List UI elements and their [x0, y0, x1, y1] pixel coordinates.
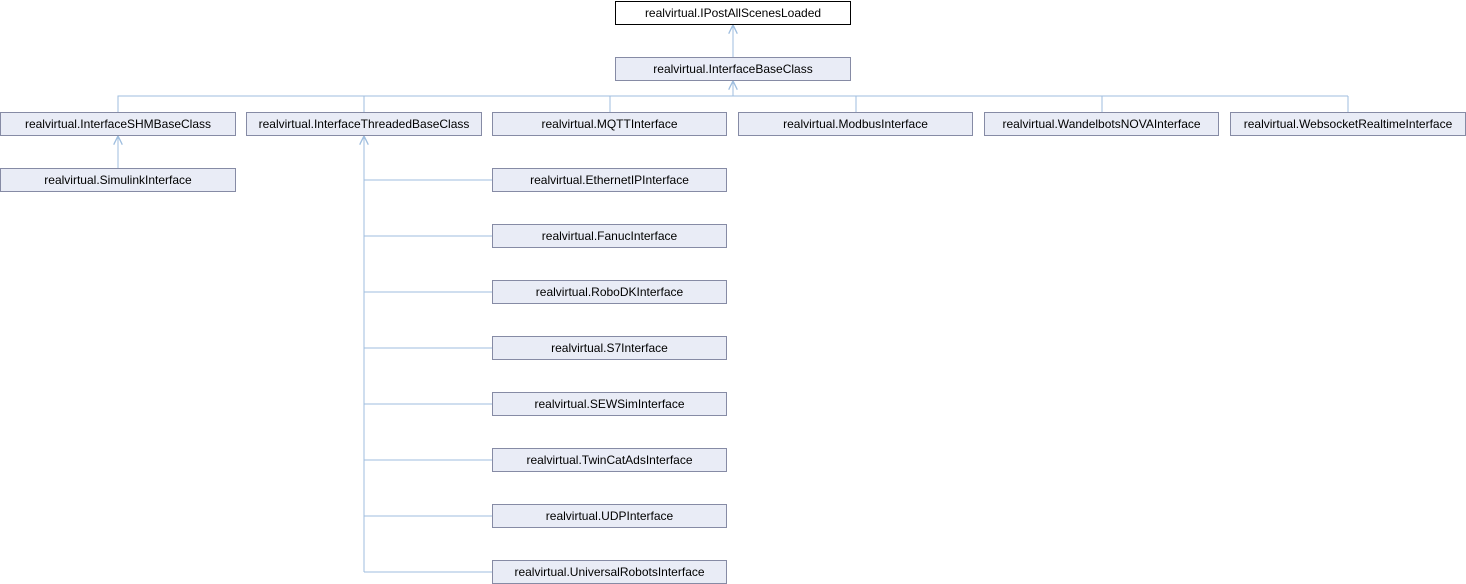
node-wandelbotsnovainterface[interactable]: realvirtual.WandelbotsNOVAInterface	[984, 112, 1219, 136]
node-modbusinterface[interactable]: realvirtual.ModbusInterface	[738, 112, 973, 136]
node-ipostallscenesloaded: realvirtual.IPostAllScenesLoaded	[615, 1, 851, 25]
node-websocketrealtimeinterface[interactable]: realvirtual.WebsocketRealtimeInterface	[1230, 112, 1466, 136]
node-fanucinterface[interactable]: realvirtual.FanucInterface	[492, 224, 727, 248]
node-s7interface[interactable]: realvirtual.S7Interface	[492, 336, 727, 360]
node-simulinkinterface[interactable]: realvirtual.SimulinkInterface	[0, 168, 236, 192]
node-mqttinterface[interactable]: realvirtual.MQTTInterface	[492, 112, 727, 136]
node-robodkinterface[interactable]: realvirtual.RoboDKInterface	[492, 280, 727, 304]
node-twincatadsinterface[interactable]: realvirtual.TwinCatAdsInterface	[492, 448, 727, 472]
node-universalrobotsinterface[interactable]: realvirtual.UniversalRobotsInterface	[492, 560, 727, 584]
node-interfacethreadedbaseclass[interactable]: realvirtual.InterfaceThreadedBaseClass	[246, 112, 482, 136]
edge-level2-to-base	[117, 95, 1348, 112]
node-udpinterface[interactable]: realvirtual.UDPInterface	[492, 504, 727, 528]
node-ethernetipinterface[interactable]: realvirtual.EthernetIPInterface	[492, 168, 727, 192]
node-interfaceshmbaseclass[interactable]: realvirtual.InterfaceSHMBaseClass	[0, 112, 236, 136]
node-sewsiminterface[interactable]: realvirtual.SEWSimInterface	[492, 392, 727, 416]
node-interfacebaseclass[interactable]: realvirtual.InterfaceBaseClass	[615, 57, 851, 81]
